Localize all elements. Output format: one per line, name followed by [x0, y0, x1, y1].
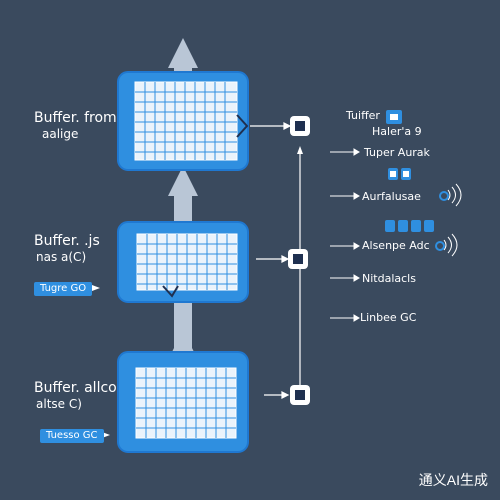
up-arrow-shaft-3	[174, 300, 192, 360]
up-arrow-shaft-2	[174, 190, 192, 230]
buffer-block-1	[117, 71, 249, 171]
block-2-tag: Tugre GO	[34, 282, 93, 296]
block-3-tag: Tuesso GC	[40, 429, 104, 443]
block-3-subtitle: altse C)	[36, 397, 82, 411]
node-1	[290, 116, 310, 136]
block-1-subtitle: aalige	[42, 127, 79, 141]
watermark: 通义AI生成	[418, 472, 488, 488]
right-arrows	[330, 148, 360, 322]
block-2-subtitle: nas a(C)	[36, 250, 87, 264]
chip-row-1	[386, 110, 402, 124]
right-label-6: Nitdalacls	[362, 272, 416, 285]
node-3	[290, 385, 310, 405]
right-label-5: Alsenpe Adc	[362, 239, 430, 252]
block-1-title: Buffer. from	[34, 110, 117, 126]
left-tag-arrows	[92, 285, 110, 438]
up-arrow-1	[168, 38, 198, 72]
chip-row-2	[388, 168, 411, 180]
right-label-4: Aurfalusae	[362, 190, 421, 203]
right-label-2: Haler'a 9	[372, 125, 422, 138]
right-label-1: Tuiffer	[346, 109, 380, 122]
buffer-block-2	[117, 221, 249, 303]
signal-icons	[435, 183, 462, 257]
block-connectors	[250, 122, 292, 399]
node-2	[288, 249, 308, 269]
block-2-title: Buffer. .js	[34, 233, 100, 249]
buffer-block-3	[117, 351, 249, 453]
right-label-7: Linbee GC	[360, 311, 417, 324]
chip-row-3	[385, 220, 434, 232]
right-label-3: Tuper Aurak	[364, 146, 430, 159]
block-3-title: Buffer. allco	[34, 380, 117, 396]
